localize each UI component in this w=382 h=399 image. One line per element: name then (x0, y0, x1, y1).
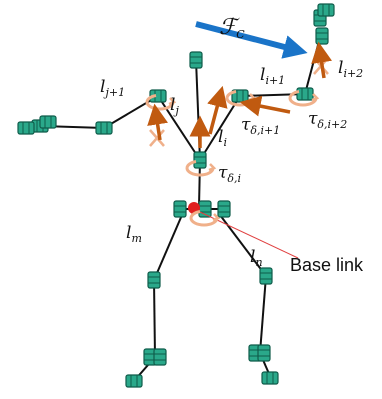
label-l-j1: lj+1 (100, 77, 125, 99)
force-arrow (195, 21, 308, 59)
joint-foot-right (261, 371, 279, 385)
label-l-i: li (218, 127, 227, 149)
label-base-link: Base link (290, 255, 364, 275)
label-l-j: lj (170, 95, 179, 117)
label-tau-i2: τδ,i+2 (308, 109, 347, 131)
joint-knee-right (259, 267, 273, 285)
label-l-i1: li+1 (260, 65, 285, 87)
link-lm-upper (153, 214, 183, 281)
link-i (199, 95, 241, 161)
joint-hip-right (217, 200, 231, 218)
joint-hand-left-b (17, 121, 35, 135)
joint-elbow-right (296, 87, 314, 101)
label-tau-i: τδ,i (218, 163, 241, 185)
torque-arrow-i2 (311, 41, 332, 79)
torque-arrow-i (207, 85, 228, 135)
label-force: ℱC (219, 15, 245, 41)
joint-ankle-left-b (153, 348, 167, 366)
labels: ℱC li+2 li+1 lj+1 lj li τδ,i+2 τδ,i+1 τδ… (100, 15, 364, 275)
label-l-m: lm (126, 223, 142, 245)
joint-chest (193, 151, 207, 169)
link-ln-lower (259, 275, 267, 354)
joint-hand-left-c (39, 115, 57, 129)
joint-hand-right-a (315, 27, 329, 45)
joint-foot-left (125, 374, 143, 388)
joint-hand-right-c (317, 3, 335, 17)
torque-arrow-j (147, 103, 168, 141)
joint-top (189, 51, 203, 69)
cross-mark-left (149, 129, 165, 147)
link-lm-lower (153, 279, 156, 358)
joint-hip-left (173, 200, 187, 218)
label-l-i2: li+2 (338, 58, 363, 80)
label-l-n: ln (250, 247, 263, 269)
joint-knee-left (147, 271, 161, 289)
joints (17, 3, 335, 388)
joint-ankle-right-b (257, 344, 271, 362)
torque-arrow-i1 (239, 95, 291, 117)
torque-arrows (147, 41, 332, 148)
link-j1 (103, 95, 159, 129)
label-tau-i1: τδ,i+1 (241, 115, 280, 137)
joint-elbow-left (95, 121, 113, 135)
link-upper-left (157, 95, 201, 161)
